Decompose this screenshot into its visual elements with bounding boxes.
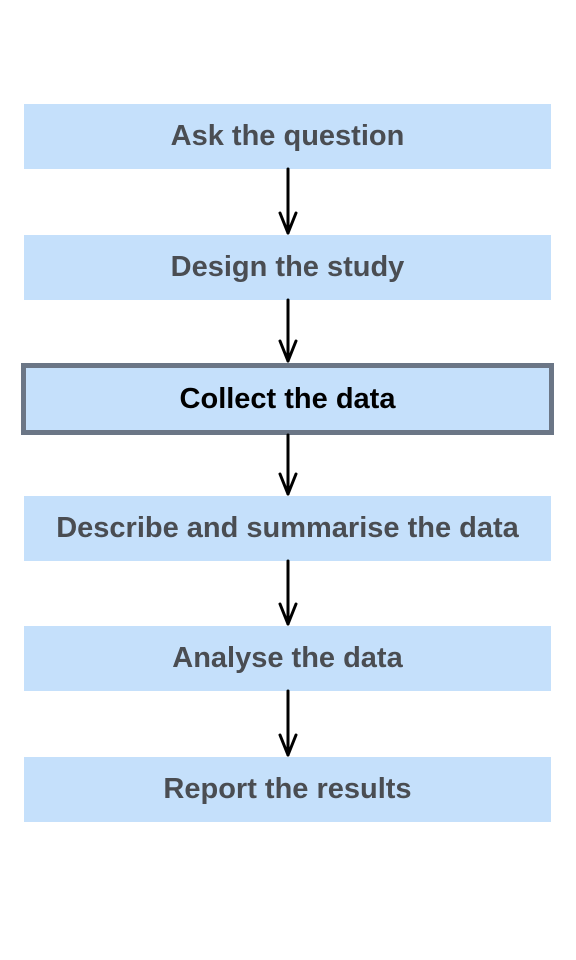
arrow-down-icon [278,559,298,626]
arrow-down-icon [278,167,298,235]
step-design-study: Design the study [24,235,551,300]
step-collect-data-highlighted: Collect the data [21,363,554,435]
arrow-down-icon [278,433,298,496]
step-label: Describe and summarise the data [56,512,519,544]
step-label: Ask the question [170,120,405,152]
step-label: Analyse the data [172,642,403,674]
step-label: Collect the data [179,382,396,415]
arrow-down-icon [278,689,298,757]
step-analyse-data: Analyse the data [24,626,551,691]
step-describe-summarise: Describe and summarise the data [24,496,551,561]
step-report-results: Report the results [24,757,551,822]
step-label: Report the results [163,773,412,805]
step-label: Design the study [170,251,405,283]
arrow-down-icon [278,298,298,363]
step-ask-question: Ask the question [24,104,551,169]
